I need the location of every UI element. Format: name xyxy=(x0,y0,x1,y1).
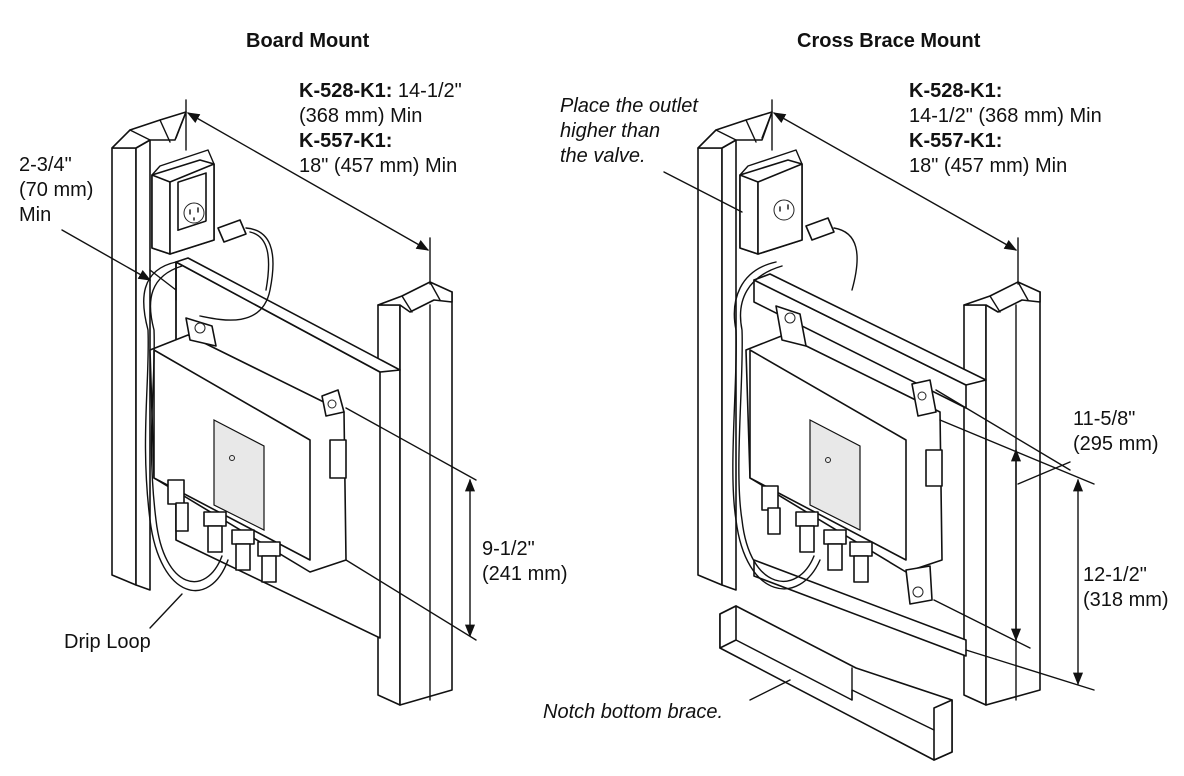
cb-model-k528-value: 14-1/2" (368 mm) Min xyxy=(909,105,1102,127)
offset-dimension-min: Min xyxy=(19,204,52,226)
model-k528-label: K-528-K1: xyxy=(299,80,393,102)
model-k528-value: 14-1/2" xyxy=(392,80,462,102)
left-stud-cb xyxy=(697,111,773,591)
height-dimension-mm: (241 mm) xyxy=(482,563,568,585)
lower-spacing-dimension: 12-1/2" (318 mm) xyxy=(1083,563,1169,613)
upper-dimension-mm: (295 mm) xyxy=(1073,433,1159,455)
notched-bottom-brace xyxy=(719,605,953,761)
offset-dimension: 2-3/4" (70 mm) Min xyxy=(19,153,93,228)
board-mount-width-dimension: K-528-K1: 14-1/2" (368 mm) Min K-557-K1:… xyxy=(299,79,462,179)
outlet-box-cb xyxy=(739,149,803,255)
outlet-note-line2: higher than xyxy=(560,120,661,142)
board-mount-title: Board Mount xyxy=(246,30,370,52)
cb-model-k557-value: 18" (457 mm) Min xyxy=(909,155,1068,177)
cross-brace-width-dimension: K-528-K1: 14-1/2" (368 mm) Min K-557-K1:… xyxy=(909,79,1102,179)
drip-loop-label: Drip Loop xyxy=(64,631,151,653)
model-k557-value: 18" (457 mm) Min xyxy=(299,155,458,177)
cross-brace-mount-title: Cross Brace Mount xyxy=(797,30,981,52)
cb-model-k557-label: K-557-K1: xyxy=(909,130,1003,152)
cb-model-k528-label: K-528-K1: xyxy=(909,80,1003,102)
model-k557-label: K-557-K1: xyxy=(299,130,393,152)
right-stud-cb xyxy=(963,281,1041,706)
height-dimension: 9-1/2" (241 mm) xyxy=(482,537,568,587)
valve-unit-cb xyxy=(745,305,943,605)
outlet-note-line1: Place the outlet xyxy=(560,95,698,117)
board-mount-drawing xyxy=(61,99,477,706)
notch-brace-note: Notch bottom brace. xyxy=(543,701,724,723)
model-k528-value-metric: (368 mm) Min xyxy=(299,105,423,127)
outlet-note-line3: the valve. xyxy=(560,145,646,167)
lower-dimension-inches: 12-1/2" xyxy=(1083,564,1147,586)
height-dimension-inches: 9-1/2" xyxy=(482,538,535,560)
lower-dimension-mm: (318 mm) xyxy=(1083,589,1169,611)
outlet-box xyxy=(151,149,215,255)
right-stud xyxy=(377,281,453,706)
offset-dimension-mm: (70 mm) xyxy=(19,179,94,201)
valve-unit xyxy=(143,261,347,592)
upper-dimension-inches: 11-5/8" xyxy=(1073,408,1136,430)
cross-brace-mount-drawing xyxy=(663,99,1095,761)
outlet-placement-note: Place the outlet higher than the valve. xyxy=(560,94,698,169)
upper-spacing-dimension: 11-5/8" (295 mm) xyxy=(1073,407,1159,457)
offset-dimension-inches: 2-3/4" xyxy=(19,154,72,176)
